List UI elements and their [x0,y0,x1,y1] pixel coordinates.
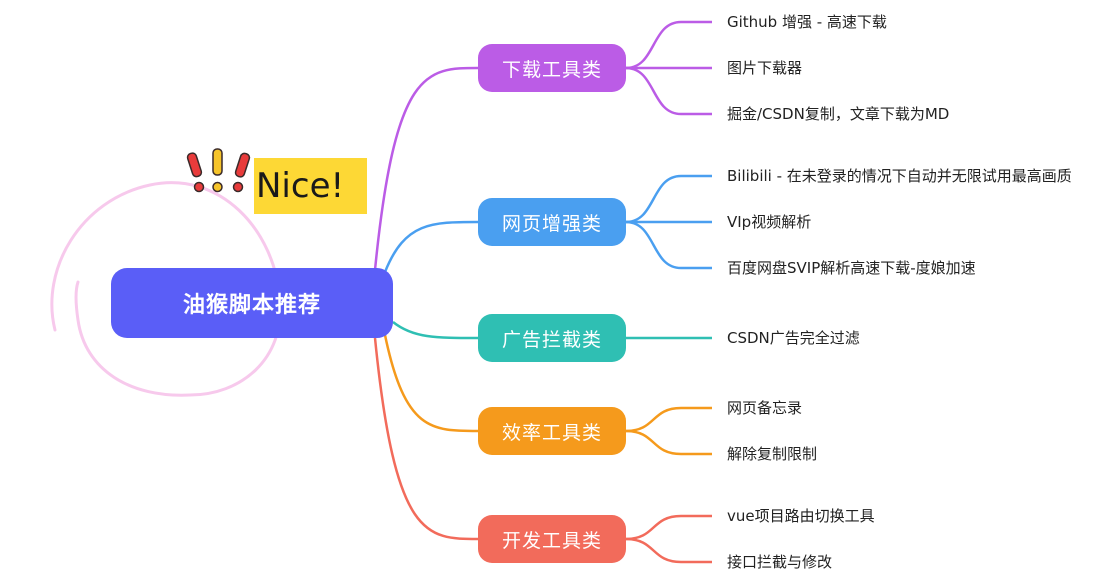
leaf-node[interactable]: 解除复制限制 [727,445,818,463]
leaf-node[interactable]: Github 增强 - 高速下载 [727,13,887,31]
root-node[interactable]: 油猴脚本推荐 [111,268,393,338]
branch-leaf-connector [625,220,712,270]
leaf-node[interactable]: 网页备忘录 [727,399,803,417]
root-branch-connector [392,321,479,340]
branch-leaf-connector [625,429,712,456]
leaf-node[interactable]: CSDN广告完全过滤 [727,329,860,347]
exclamation-marks-icon [186,148,251,193]
branch-node[interactable]: 效率工具类 [478,407,626,455]
branch-node[interactable]: 网页增强类 [478,198,626,246]
root-branch-connector [383,220,479,273]
branch-leaf-connector [625,174,712,224]
branch-leaf-connector [625,537,712,564]
branch-node[interactable]: 下载工具类 [478,44,626,92]
leaf-node[interactable]: VIp视频解析 [727,213,812,231]
branch-node[interactable]: 广告拦截类 [478,314,626,362]
root-branch-connector [373,337,479,541]
leaf-node[interactable]: vue项目路由切换工具 [727,507,875,525]
branch-leaf-connector [625,514,712,541]
leaf-node[interactable]: 图片下载器 [727,59,803,77]
nice-sticker: Nice! [254,158,367,214]
leaf-node[interactable]: Bilibili - 在未登录的情况下自动并无限试用最高画质 [727,167,1072,185]
leaf-node[interactable]: 接口拦截与修改 [727,553,833,571]
root-branch-connector [373,66,479,271]
branch-node[interactable]: 开发工具类 [478,515,626,563]
branch-leaf-connector [625,406,712,433]
leaf-node[interactable]: 百度网盘SVIP解析高速下载-度娘加速 [727,259,976,277]
branch-leaf-connector [625,20,712,70]
branch-leaf-connector [625,66,712,116]
root-branch-connector [383,334,479,433]
leaf-node[interactable]: 掘金/CSDN复制，文章下载为MD [727,105,950,123]
